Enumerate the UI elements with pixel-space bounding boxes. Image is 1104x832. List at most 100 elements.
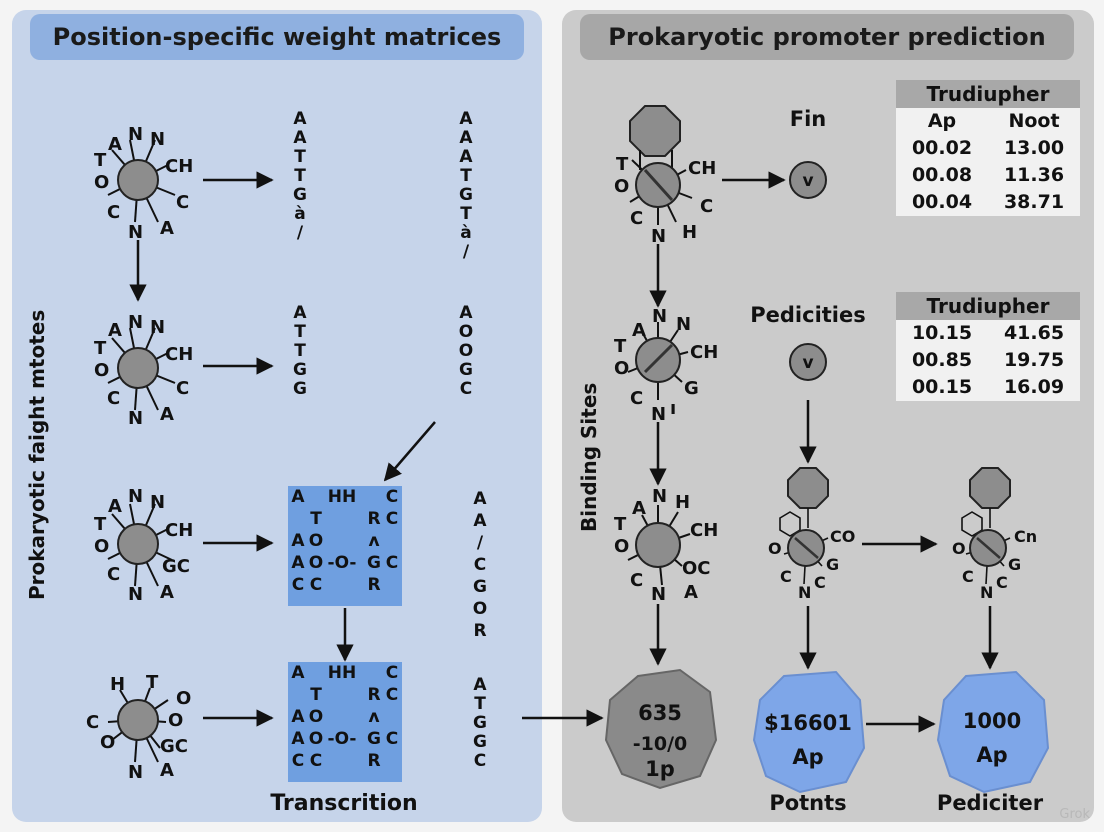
left-panel [12,10,542,822]
svg-text:O: O [952,539,966,558]
table-row: 00.04 38.71 [896,189,1080,216]
result-blob-blue-2 [936,670,1050,794]
svg-text:A: A [684,582,698,603]
svg-text:C: C [630,570,643,591]
matrix-cell: C [386,509,398,529]
table-row: 00.08 11.36 [896,162,1080,189]
svg-text:A: A [160,760,174,781]
table-cell: 00.85 [911,349,973,371]
transcription-caption: Transcrition [270,791,417,816]
svg-text:C: C [86,712,99,733]
svg-text:N: N [128,584,143,605]
svg-text:H: H [675,492,690,513]
svg-text:O: O [614,176,629,197]
svg-text:H: H [110,674,125,695]
svg-text:C: C [107,388,120,409]
matrix-cell: C [310,751,322,771]
svg-text:CO: CO [830,527,855,546]
blob3-line1: 1000 [963,709,1021,733]
table-row: 00.02 13.00 [896,135,1080,162]
svg-text:N: N [676,314,691,335]
svg-text:CH: CH [688,158,716,179]
table-1-column-headers: Ap Noot [896,108,1080,135]
svg-text:A: A [108,496,122,517]
matrix-cell: A [291,729,305,749]
left-panel-title: Position-specific weight matrices [30,14,524,60]
right-panel-title: Prokaryotic promoter prediction [580,14,1074,60]
svg-text:CH: CH [165,344,193,365]
svg-text:N: N [150,129,165,150]
svg-text:N: N [798,583,811,602]
matrix-cell: T [310,685,322,705]
matrix-cell: C [386,685,398,705]
table-cell: 38.71 [1003,191,1065,213]
node-v-2 [789,343,827,381]
svg-text:N: N [150,317,165,338]
blob1-line3: 1p [645,757,675,781]
fin-label: Fin [790,107,827,131]
svg-text:GC: GC [162,556,190,577]
table-cell: 00.08 [911,164,973,186]
svg-text:C: C [996,573,1008,592]
svg-text:N: N [651,404,666,425]
node-v-1 [789,161,827,199]
node-v-2-label: v [802,353,813,373]
matrix-cell: C [310,575,322,595]
matrix-cell: A [291,553,305,573]
svg-text:GC: GC [160,736,188,757]
svg-text:G: G [826,555,839,574]
matrix-cell: C [386,553,398,573]
matrix-cell: C [386,487,398,507]
binding-sites-label: Binding Sites [577,383,601,532]
svg-text:OC: OC [682,558,711,579]
svg-text:O: O [168,710,183,731]
svg-text:T: T [94,514,107,535]
matrix-cell: R [367,575,380,595]
svg-text:O: O [614,536,629,557]
svg-text:A: A [160,404,174,425]
svg-text:C: C [107,564,120,585]
svg-text:O: O [94,172,109,193]
table-2-header: Trudiupher [896,292,1080,320]
matrix-cell: A [291,531,305,551]
table-row: 10.15 41.65 [896,320,1080,347]
matrix-cell: -O- [328,729,357,749]
left-vertical-label: Prokaryotic faight mtotes [25,310,49,600]
svg-text:N: N [150,492,165,513]
svg-text:N: N [652,486,667,507]
svg-text:C: C [962,567,974,586]
svg-text:T: T [94,338,107,359]
svg-text:N: N [128,408,143,429]
svg-text:T: T [616,154,629,175]
table-1-col-1: Noot [1008,110,1060,132]
blob2-line1: $16601 [764,711,852,735]
svg-text:CH: CH [165,156,193,177]
matrix-cell: C [386,663,398,683]
svg-text:C: C [780,567,792,586]
pediciter-caption: Pediciter [937,791,1044,815]
svg-text:C: C [700,196,713,217]
svg-text:N: N [980,583,993,602]
svg-text:G: G [1008,555,1021,574]
svg-text:N: N [651,226,666,247]
matrix-cell: R [367,751,380,771]
svg-text:A: A [160,218,174,239]
table-1-header: Trudiupher [896,80,1080,108]
svg-text:CH: CH [165,520,193,541]
watermark: Grok [1059,807,1090,822]
matrix-cell: R [367,685,380,705]
pedicities-label: Pedicities [750,303,866,327]
result-blob-blue-1 [752,670,866,794]
matrix-2 [288,662,402,782]
svg-text:Cn: Cn [1014,527,1037,546]
result-blob-gray [604,668,718,790]
